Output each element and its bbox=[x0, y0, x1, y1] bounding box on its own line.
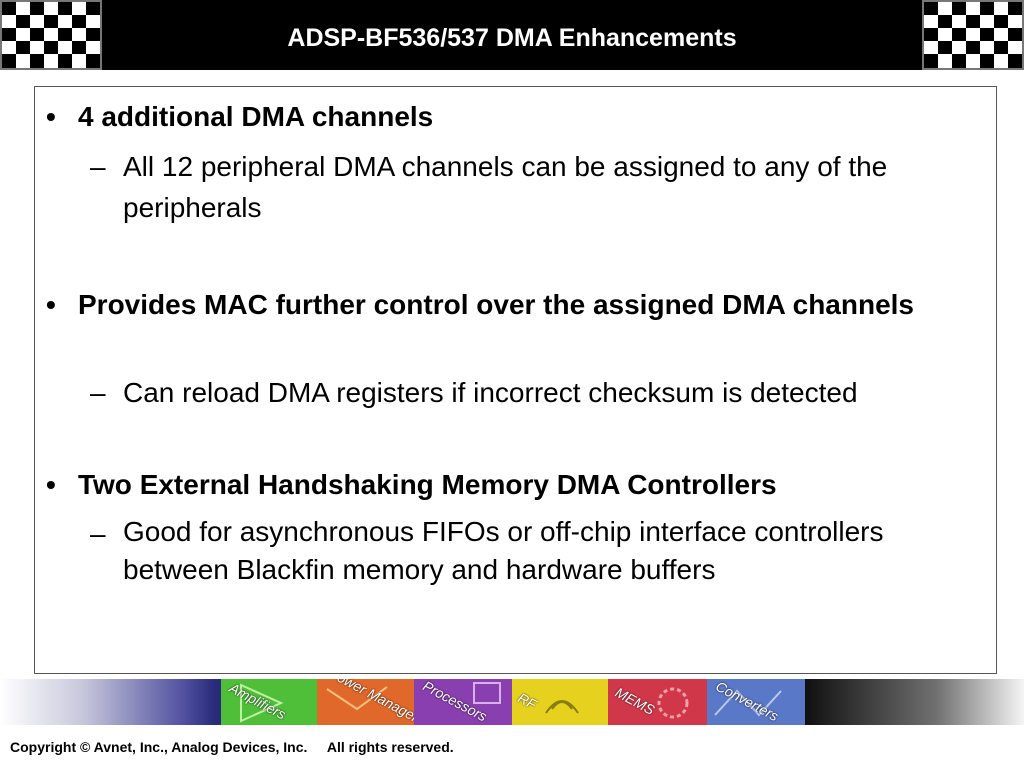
amplifier-icon bbox=[221, 679, 317, 725]
sub-bullet-text: Good for asynchronous FIFOs or off-chip … bbox=[123, 516, 884, 585]
banner-tile-processors: Processors bbox=[414, 679, 512, 725]
power-management-icon bbox=[317, 679, 414, 725]
slide-header: ADSP-BF536/537 DMA Enhancements bbox=[0, 0, 1024, 70]
checkered-flag-logo-right bbox=[922, 0, 1024, 70]
banner-tile-converters: Converters bbox=[707, 679, 805, 725]
bullet-text: 4 additional DMA channels bbox=[78, 101, 434, 132]
slide-title: ADSP-BF536/537 DMA Enhancements bbox=[287, 24, 737, 52]
bullet-glyph: • bbox=[46, 289, 56, 320]
slide-content-box bbox=[34, 86, 997, 674]
product-category-banner: Amplifiers Power Management Processors R… bbox=[0, 679, 1024, 725]
bullet-glyph: • bbox=[46, 101, 56, 132]
rf-antenna-icon bbox=[512, 679, 608, 725]
banner-tile-amplifiers: Amplifiers bbox=[221, 679, 317, 725]
sub-bullet-text: Can reload DMA registers if incorrect ch… bbox=[123, 377, 858, 408]
bullet-glyph: • bbox=[46, 469, 56, 500]
sub-bullet-glyph: – bbox=[90, 377, 106, 408]
mems-gear-icon bbox=[608, 679, 707, 725]
bullet-text: Two External Handshaking Memory DMA Cont… bbox=[78, 469, 777, 500]
sub-bullet-glyph: – bbox=[90, 518, 106, 549]
rights-text: All rights reserved. bbox=[326, 739, 454, 755]
sub-bullet-text: All 12 peripheral DMA channels can be as… bbox=[123, 151, 888, 223]
checkered-flag-logo-left bbox=[0, 0, 102, 70]
banner-tile-power-management: Power Management bbox=[317, 679, 414, 725]
sub-bullet-glyph: – bbox=[90, 151, 106, 182]
copyright-text: Copyright © Avnet, Inc., Analog Devices,… bbox=[10, 739, 308, 755]
copyright-footer: Copyright © Avnet, Inc., Analog Devices,… bbox=[10, 739, 454, 755]
banner-fade bbox=[805, 679, 1024, 725]
converter-icon bbox=[707, 679, 805, 725]
banner-tile-mems: MEMS bbox=[608, 679, 707, 725]
banner-tile-rf: RF bbox=[512, 679, 608, 725]
processor-icon bbox=[414, 679, 512, 725]
bullet-text: Provides MAC further control over the as… bbox=[78, 289, 915, 320]
